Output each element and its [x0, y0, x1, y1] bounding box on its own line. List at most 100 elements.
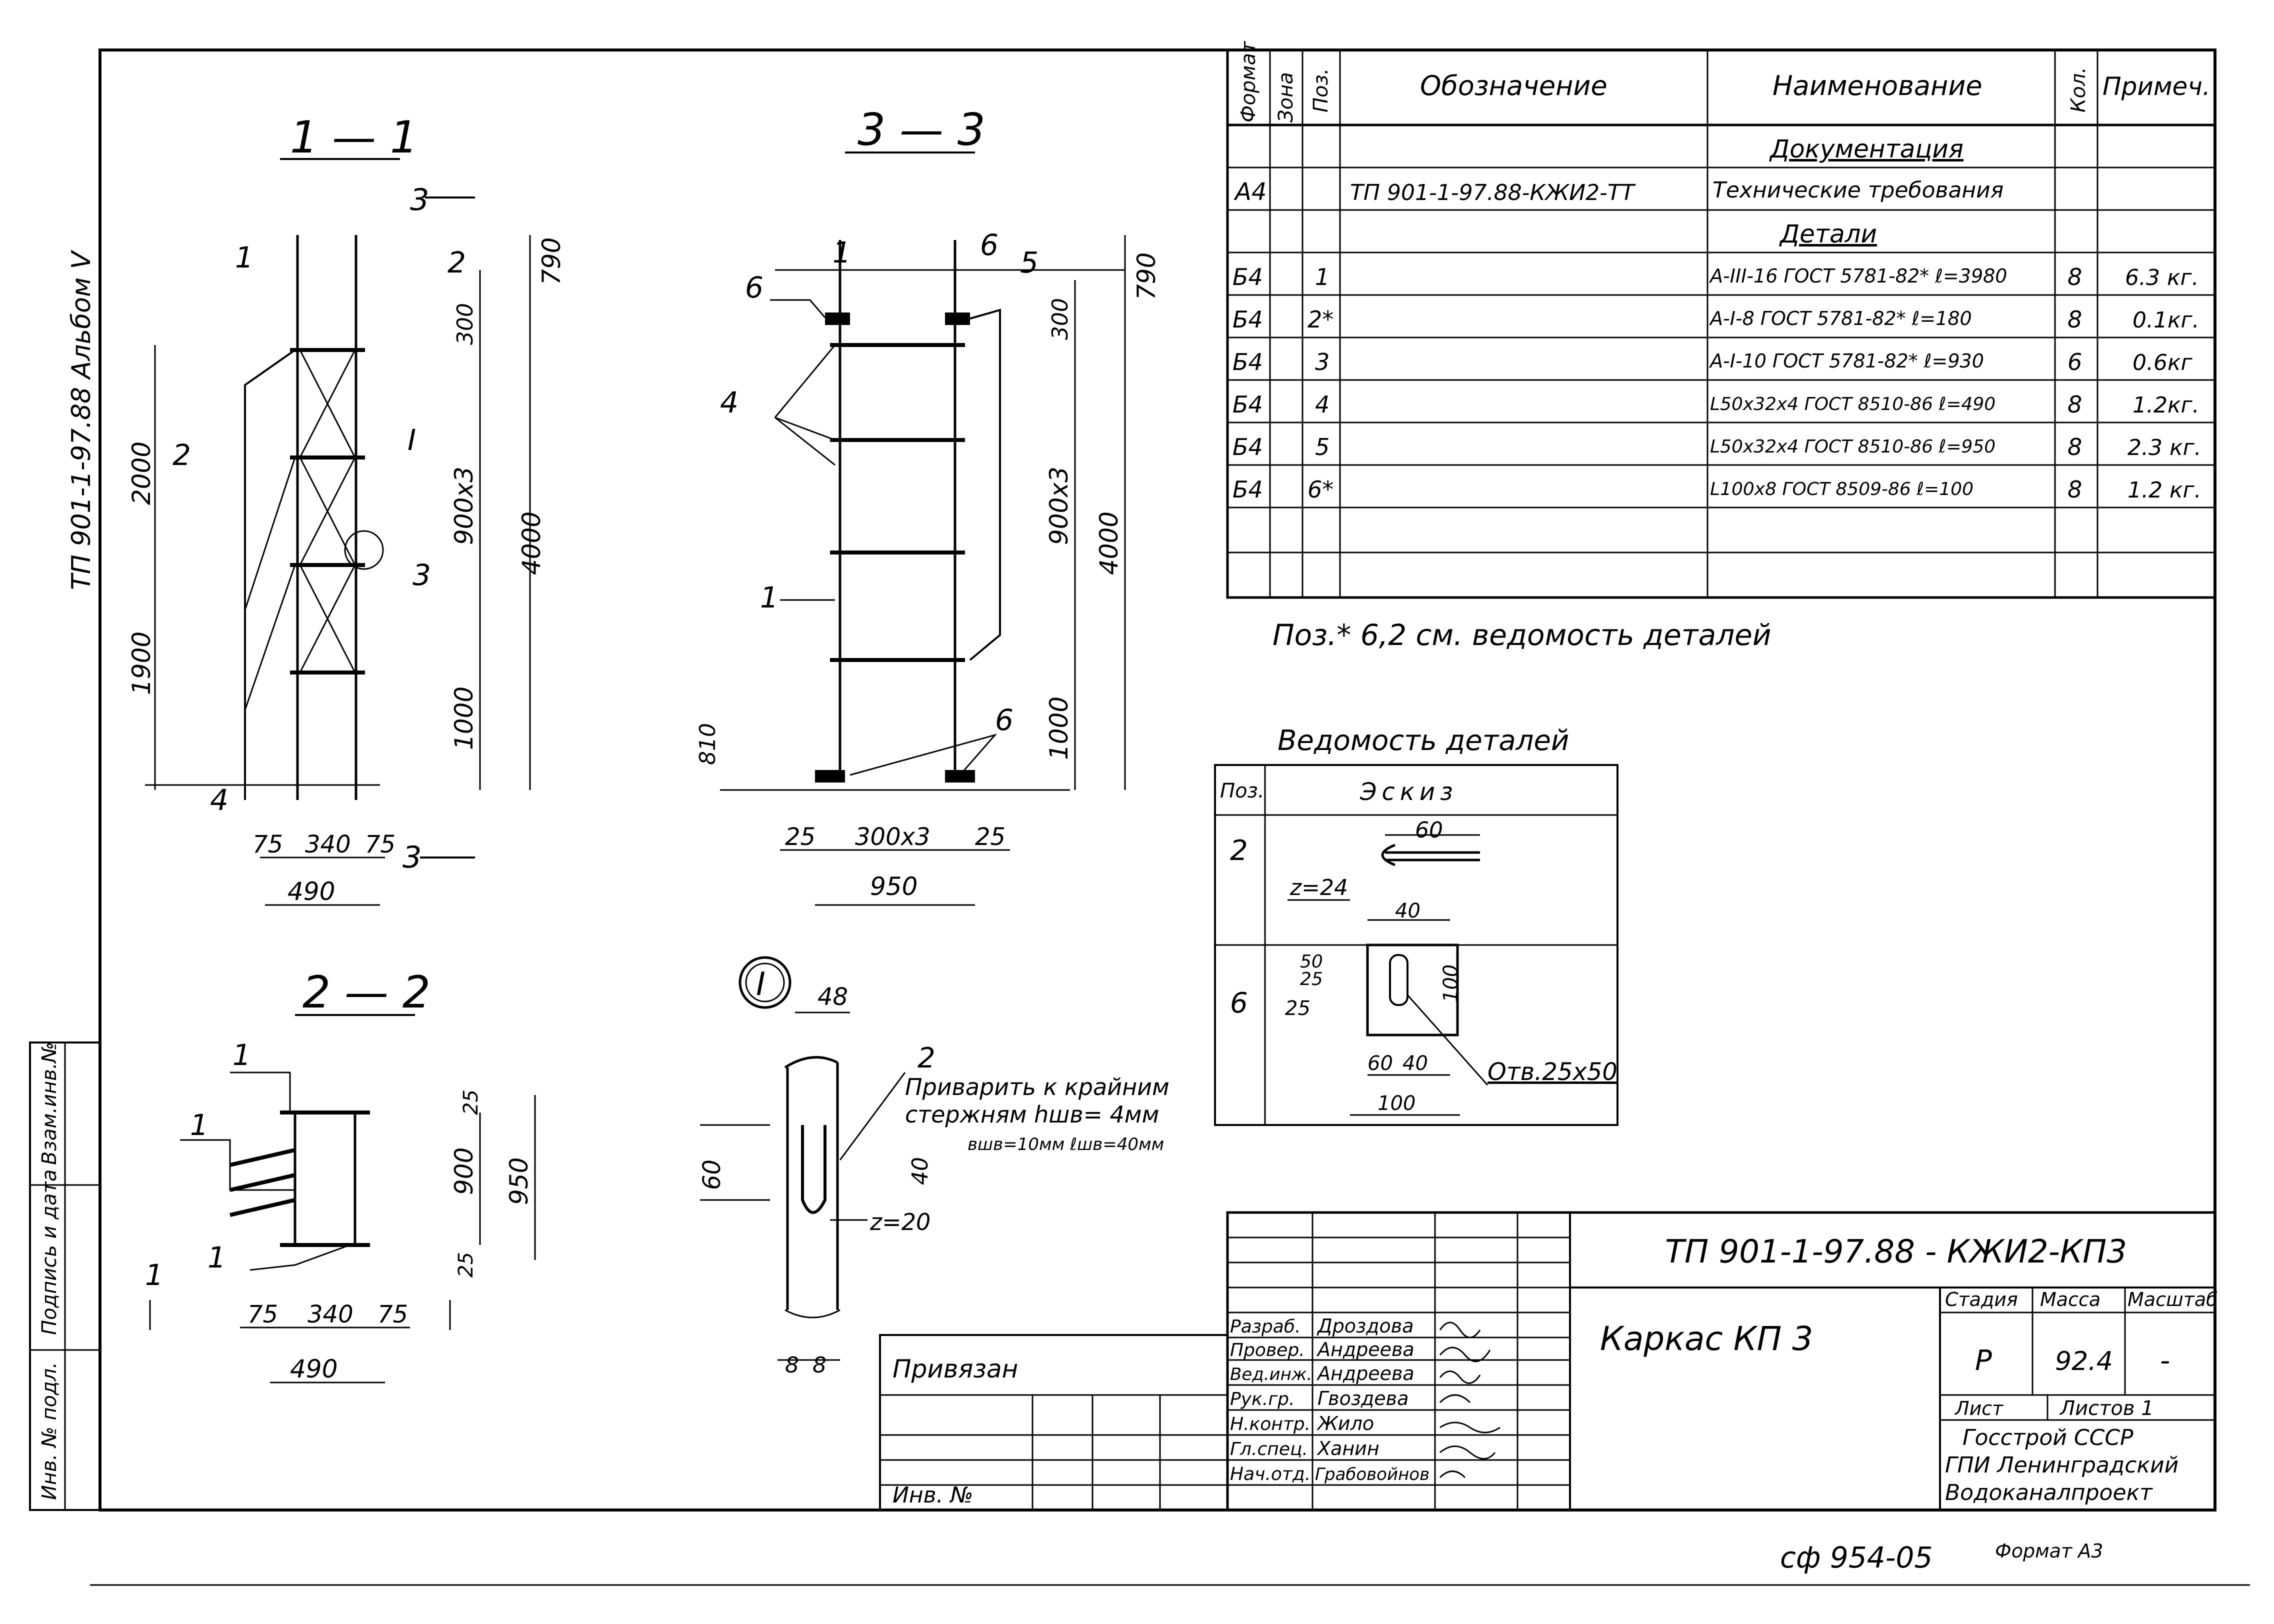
weld-note: Приварить к крайним — [905, 1074, 1170, 1100]
pos-label: 1 — [208, 1240, 226, 1274]
dim-label: 100 — [1378, 1092, 1416, 1115]
staff-role: Н.контр. — [1230, 1414, 1310, 1434]
dim-label: 4000 — [517, 512, 546, 575]
org-line: ГПИ Ленинградский — [1945, 1452, 2178, 1478]
dim-label: 75 — [378, 1300, 408, 1328]
side-stamp-label: Взам.инв.№ — [38, 1042, 61, 1165]
spec-header: Кол. — [2067, 67, 2090, 112]
dim-label: 950 — [870, 872, 918, 901]
spec-cell: 2.3 кг. — [2128, 435, 2202, 460]
details-header: Эскиз — [1360, 778, 1458, 806]
pos-label: 5 — [1020, 246, 1038, 280]
spec-cell: Б4 — [1232, 348, 1263, 376]
dim-label: z=24 — [1290, 875, 1348, 900]
staff-role: Разраб. — [1230, 1316, 1300, 1337]
spec-cell: 3 — [1315, 348, 1330, 376]
dim-label: 490 — [288, 877, 335, 906]
spec-header: Зона — [1274, 72, 1298, 122]
title-block: Привязан Инв. № Разраб. Дроздова Провер.… — [879, 1211, 2218, 1512]
spec-cell: 0.1кг. — [2132, 308, 2200, 333]
dim-label: 900 — [450, 1148, 478, 1195]
staff-role: Нач.отд. — [1230, 1464, 1310, 1484]
spec-cell: Б4 — [1232, 391, 1263, 418]
pos-label: 4 — [720, 386, 738, 420]
spec-section: Документация — [1769, 134, 1964, 164]
dim-label: 8 — [785, 1352, 799, 1378]
sheets-label: Листов 1 — [2059, 1397, 2154, 1420]
section-1-1: 1 — 1 3 1 2 2 I 3 4 790 300 2000 900x3 4… — [127, 112, 566, 906]
spec-cell: 8 — [2068, 391, 2082, 418]
pos-label: 1 — [235, 240, 254, 274]
pos-label: 3 — [412, 558, 431, 592]
pos-label: 4 — [210, 783, 228, 817]
dim-label: 1000 — [450, 686, 478, 750]
node-title: I — [756, 966, 766, 1003]
staff-role: Вед.инж. — [1230, 1364, 1312, 1384]
pos-label: 6 — [995, 703, 1014, 737]
spec-cell: Технические требования — [1712, 178, 2004, 203]
tb-header: Стадия — [1945, 1288, 2018, 1310]
weld-note: вшв=10мм ℓшв=40мм — [968, 1134, 1164, 1154]
spec-cell: 5 — [1315, 434, 1330, 460]
dim-label: 490 — [290, 1354, 338, 1384]
spec-header: Примеч. — [2102, 72, 2210, 101]
dim-label: 60 — [1415, 818, 1443, 843]
dim-label: 25 — [975, 823, 1006, 851]
dim-label: 25 — [1285, 997, 1310, 1020]
pos-label: 6 — [745, 270, 764, 304]
sheet-label: Лист — [1954, 1398, 2004, 1420]
dim-label: 8 — [812, 1352, 826, 1378]
dim-label: 75 — [365, 830, 396, 858]
spec-cell: 4 — [1315, 391, 1330, 418]
pos-label: 2 — [448, 246, 466, 280]
pos-label: 1 — [832, 236, 851, 270]
mass-value: 92.4 — [2055, 1346, 2113, 1376]
details-pos: 6 — [1230, 987, 1248, 1020]
pos-label: 6 — [980, 228, 998, 262]
bound-label: Привязан — [892, 1354, 1018, 1384]
spec-section: Детали — [1779, 220, 1877, 248]
spec-cell: А4 — [1234, 178, 1266, 206]
spec-cell: А-I-10 ГОСТ 5781-82* ℓ=930 — [1708, 350, 1984, 372]
org-line: Госстрой СССР — [1962, 1425, 2134, 1450]
staff-name: Жило — [1316, 1412, 1374, 1434]
tb-header: Масштаб — [2128, 1288, 2218, 1310]
spec-cell: А-III-16 ГОСТ 5781-82* ℓ=3980 — [1708, 265, 2007, 287]
staff-name: Грабовойнов — [1315, 1464, 1430, 1484]
stage-value: Р — [1975, 1344, 1992, 1377]
spec-header: Поз. — [1310, 68, 1332, 112]
cut-label: 2 — [172, 438, 191, 472]
spec-header: Формат — [1237, 40, 1260, 122]
spec-cell: 8 — [2068, 434, 2082, 460]
doc-code: ТП 901-1-97.88 - КЖИ2-КП3 — [1665, 1234, 2127, 1270]
dim-label: 25 — [1300, 969, 1323, 990]
spec-cell: 6.3 кг. — [2125, 265, 2199, 290]
dim-label: 340 — [308, 1300, 354, 1328]
dim-label: 40 — [908, 1157, 933, 1185]
side-stamp-label: Подпись и дата — [38, 1170, 61, 1335]
staff-name: Андреева — [1316, 1338, 1414, 1360]
node-I: I 48 60 40 z=20 8 8 2 Приварить к крайни… — [698, 956, 1170, 1378]
hole-label: Отв.25x50 — [1488, 1058, 1618, 1086]
section-title: 3 — 3 — [858, 104, 986, 156]
dim-label: 300 — [452, 303, 478, 345]
dim-label: 48 — [818, 983, 848, 1011]
staff-role: Рук.гр. — [1230, 1389, 1294, 1410]
spec-cell: 2* — [1308, 306, 1334, 333]
sheet-number: сф 954-05 — [1780, 1540, 1932, 1574]
details-header: Поз. — [1220, 780, 1264, 802]
staff-name: Ханин — [1316, 1438, 1380, 1460]
weld-note: стержням hшв= 4мм — [905, 1101, 1159, 1128]
spec-cell: L50x32x4 ГОСТ 8510-86 ℓ=490 — [1710, 394, 1996, 414]
spec-header: Обозначение — [1420, 70, 1608, 102]
dim-label: 75 — [252, 830, 283, 858]
dim-label: 25 — [785, 823, 816, 851]
section-title: 1 — 1 — [290, 112, 418, 163]
spec-cell: 6 — [2068, 348, 2082, 376]
dim-label: 4000 — [1094, 512, 1124, 575]
dim-label: 40 — [1395, 900, 1420, 922]
cut-marker: 3 — [402, 840, 422, 875]
dim-label: 790 — [537, 238, 566, 285]
spec-header: Наименование — [1772, 70, 1982, 102]
